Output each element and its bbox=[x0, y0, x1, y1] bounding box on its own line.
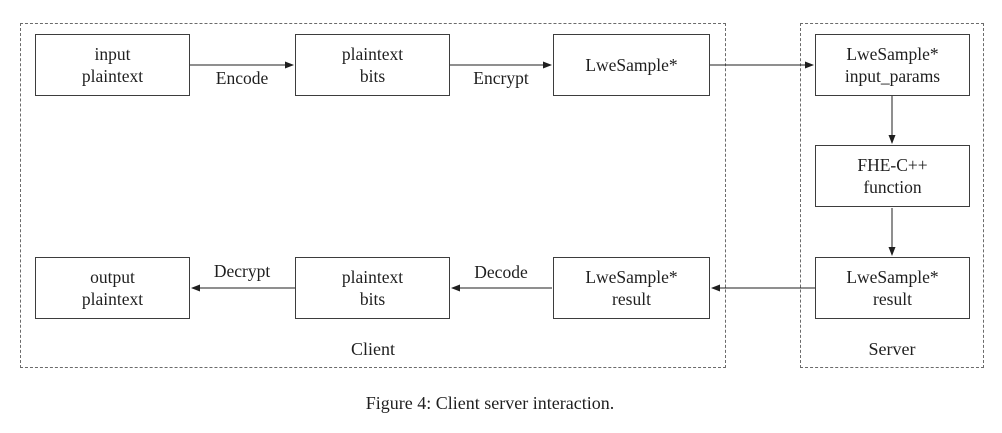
encrypt-label: Encrypt bbox=[473, 68, 529, 88]
plaintext-bits-top-box: plaintext bits bbox=[295, 34, 450, 96]
server-region: Server bbox=[800, 23, 984, 368]
lwe-sample-box: LweSample* bbox=[553, 34, 710, 96]
lwe-input-params-box: LweSample* input_params bbox=[815, 34, 970, 96]
figure-caption: Figure 4: Client server interaction. bbox=[365, 393, 615, 413]
encode-label: Encode bbox=[215, 68, 269, 88]
fhe-function-box: FHE-C++ function bbox=[815, 145, 970, 207]
client-server-diagram: Client Server input plaintext plaintext … bbox=[20, 23, 984, 368]
lwe-result-server-box: LweSample* result bbox=[815, 257, 970, 319]
output-plaintext-box: output plaintext bbox=[35, 257, 190, 319]
client-region: Client bbox=[20, 23, 726, 368]
input-plaintext-box: input plaintext bbox=[35, 34, 190, 96]
decode-label: Decode bbox=[474, 262, 528, 282]
server-label: Server bbox=[868, 339, 916, 359]
lwe-result-client-box: LweSample* result bbox=[553, 257, 710, 319]
client-label: Client bbox=[351, 339, 395, 359]
plaintext-bits-bottom-box: plaintext bits bbox=[295, 257, 450, 319]
decrypt-label: Decrypt bbox=[213, 261, 271, 281]
